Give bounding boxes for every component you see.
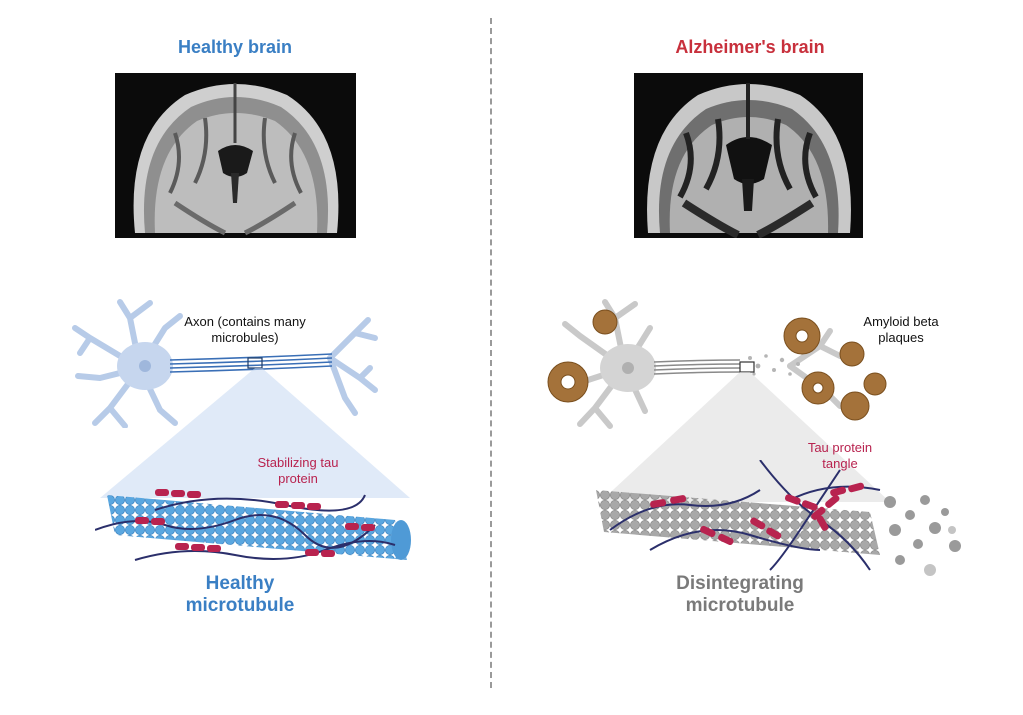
alzheimers-zoom-cone [600,372,890,502]
tau-tangle-label: Tau protein tangle [807,440,873,471]
healthy-microtubule-label: Healthy microtubule [185,573,295,616]
axon-label: Axon (contains many microbules) [184,314,306,345]
disintegrating-microtubule-label: Disintegrating microtubule [676,573,804,616]
healthy-brain-title: Healthy brain [177,37,293,57]
amyloid-plaques [547,309,887,421]
disintegrating-microtubule-graphic [596,460,961,576]
healthy-mri-image [115,73,356,238]
healthy-zoom-cone [100,368,410,498]
stabilizing-tau-label: Stabilizing tau protein [257,455,339,486]
healthy-neuron [72,299,378,428]
alzheimers-mri-image [634,73,863,238]
healthy-microtubule-graphic [95,489,411,561]
center-divider [490,18,492,688]
alzheimers-neuron [547,299,887,429]
amyloid-plaques-label: Amyloid beta plaques [863,314,939,345]
alzheimers-brain-title: Alzheimer's brain [675,37,825,57]
